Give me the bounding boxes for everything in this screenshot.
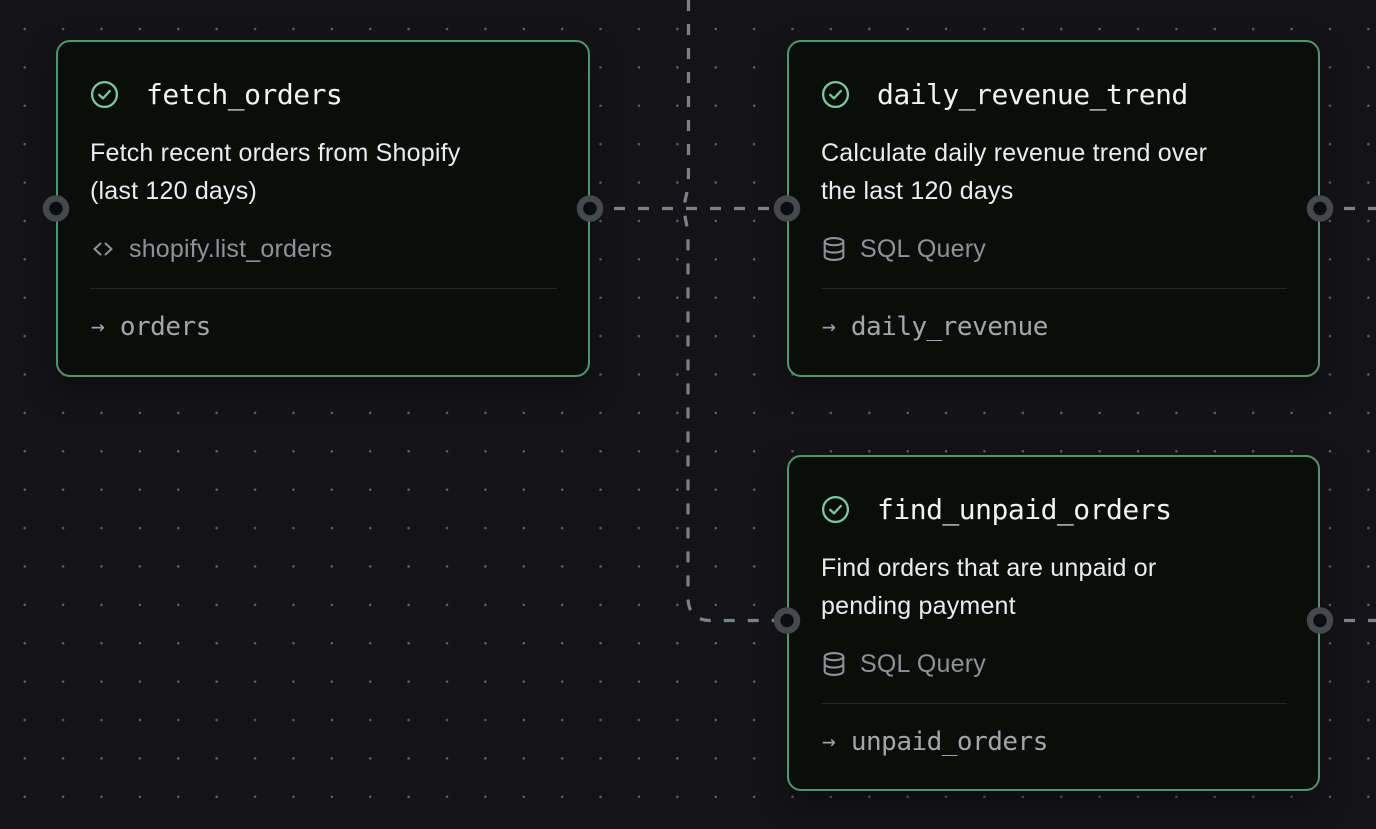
node-description: Find orders that are unpaid or pending p… (821, 554, 1157, 620)
database-icon (823, 237, 845, 261)
node-output: → daily_revenue (822, 312, 1048, 342)
check-circle-icon (90, 80, 119, 108)
meta-label: shopify.list_orders (129, 234, 333, 263)
node-title: find_unpaid_orders (877, 492, 1172, 526)
node-card-daily-revenue-trend[interactable]: daily_revenue_trend Calculate daily reve… (787, 40, 1320, 377)
arrow-right-icon: → (822, 728, 836, 755)
edge-branch-to-find-unpaid-orders[interactable] (682, 0, 788, 623)
output-label: orders (119, 312, 211, 342)
database-icon (823, 652, 845, 676)
arrow-right-icon: → (822, 313, 836, 340)
check-circle-icon (821, 495, 850, 523)
node-header: daily_revenue_trend (821, 77, 1188, 111)
check-circle-icon (821, 80, 850, 108)
node-meta: shopify.list_orders (90, 234, 332, 264)
node-output: → orders (91, 312, 211, 342)
output-label: daily_revenue (850, 312, 1049, 342)
node-title: fetch_orders (146, 77, 343, 111)
node-meta: SQL Query (821, 649, 986, 679)
arrow-right-icon: → (91, 313, 105, 340)
node-header: find_unpaid_orders (821, 492, 1172, 526)
node-card-fetch-orders[interactable]: fetch_orders Fetch recent orders from Sh… (56, 40, 590, 377)
node-title: daily_revenue_trend (877, 77, 1188, 111)
node-card-find-unpaid-orders[interactable]: find_unpaid_orders Find orders that are … (787, 455, 1320, 791)
node-header: fetch_orders (90, 77, 343, 111)
code-icon (93, 242, 113, 256)
node-divider (90, 288, 557, 289)
node-divider (821, 288, 1287, 289)
node-divider (821, 703, 1287, 704)
node-description: Fetch recent orders from Shopify (last 1… (90, 139, 461, 205)
meta-label: SQL Query (860, 234, 986, 263)
node-description: Calculate daily revenue trend over the l… (821, 139, 1208, 205)
node-output: → unpaid_orders (822, 727, 1048, 757)
meta-label: SQL Query (860, 649, 986, 678)
node-meta: SQL Query (821, 234, 986, 264)
output-label: unpaid_orders (850, 727, 1049, 757)
